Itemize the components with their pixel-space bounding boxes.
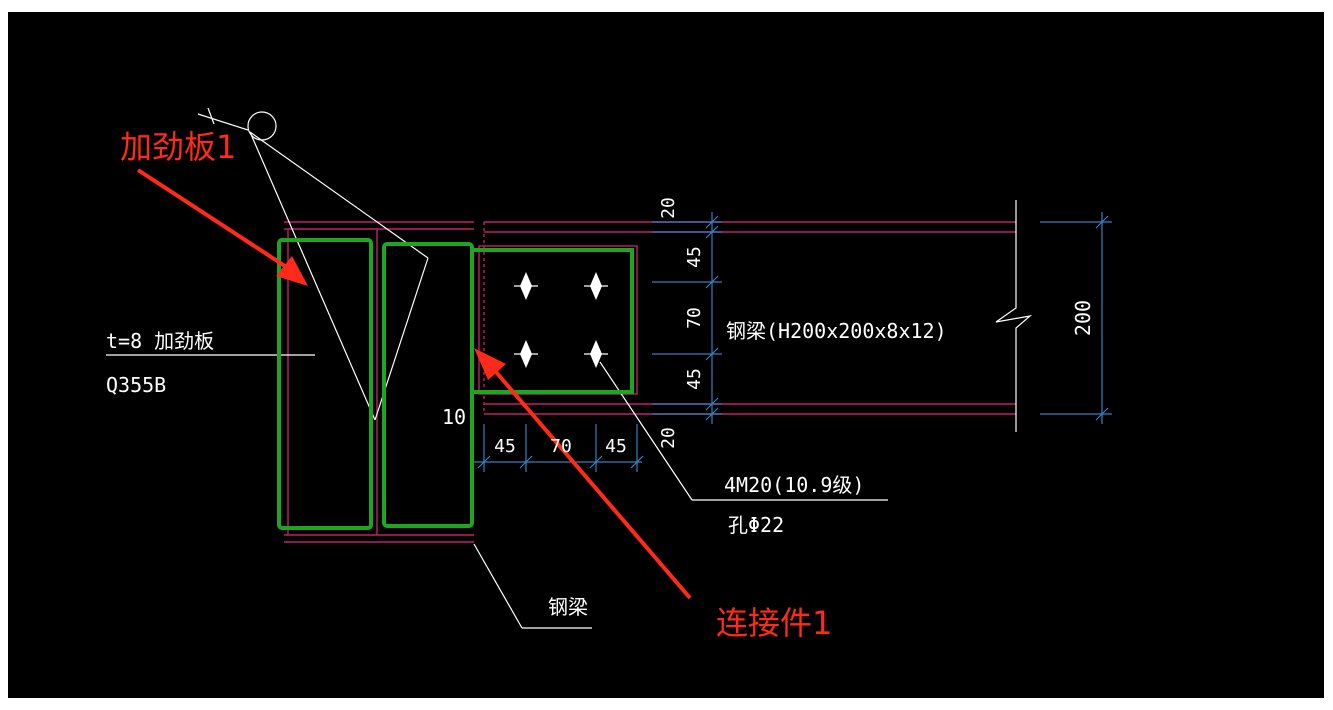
bolt-icon — [514, 340, 538, 368]
stiffener-plate-highlight — [277, 238, 373, 530]
connector-label: 连接件1 — [716, 604, 832, 642]
cad-drawing: 加劲板1 连接件1 t=8 加劲板 Q355B 钢梁(H200x200x8x12… — [106, 107, 1112, 642]
steel-beam-outline — [478, 221, 1016, 415]
arrow-head-icon — [474, 348, 506, 380]
bolt-icon — [584, 272, 608, 300]
highlight-boxes — [277, 238, 634, 530]
connector-highlight-left — [382, 242, 474, 528]
connector-highlight-right — [472, 248, 634, 394]
dim-vertical-5: 20 — [658, 427, 679, 449]
arrow-head-icon — [276, 256, 308, 286]
gap-dimension-text: 10 — [442, 405, 466, 429]
callout-arrows — [136, 168, 692, 600]
bolt-icon — [514, 272, 538, 300]
column-outline — [284, 221, 474, 543]
beam-depth-text: 200 — [1071, 300, 1095, 336]
beam-depth-dimension — [1040, 212, 1112, 424]
plate-spec-line2: Q355B — [106, 373, 166, 397]
bolt-icon — [584, 340, 608, 368]
dim-horizontal-2: 70 — [550, 436, 572, 457]
dim-vertical-3: 70 — [684, 307, 705, 329]
dim-horizontal-3: 45 — [605, 436, 627, 457]
dim-vertical-1: 20 — [658, 197, 679, 219]
break-symbol — [995, 200, 1033, 432]
bolt-spec-text: 4M20(10.9级) — [724, 473, 864, 497]
stiffener-plate-label: 加劲板1 — [120, 128, 236, 166]
beam-label-text: 钢梁 — [548, 595, 588, 619]
horizontal-dimension-chain — [474, 424, 644, 472]
bolt-group — [514, 272, 608, 368]
hole-spec-text: 孔Φ22 — [728, 513, 784, 537]
dim-vertical-4: 45 — [684, 368, 705, 390]
dim-horizontal-1: 45 — [494, 436, 516, 457]
cad-canvas[interactable]: 加劲板1 连接件1 t=8 加劲板 Q355B 钢梁(H200x200x8x12… — [8, 12, 1324, 698]
plate-spec-line1: t=8 加劲板 — [106, 329, 214, 353]
dim-vertical-2: 45 — [684, 246, 705, 268]
vertical-dimension-chain — [652, 212, 722, 424]
beam-spec-text: 钢梁(H200x200x8x12) — [726, 319, 947, 343]
